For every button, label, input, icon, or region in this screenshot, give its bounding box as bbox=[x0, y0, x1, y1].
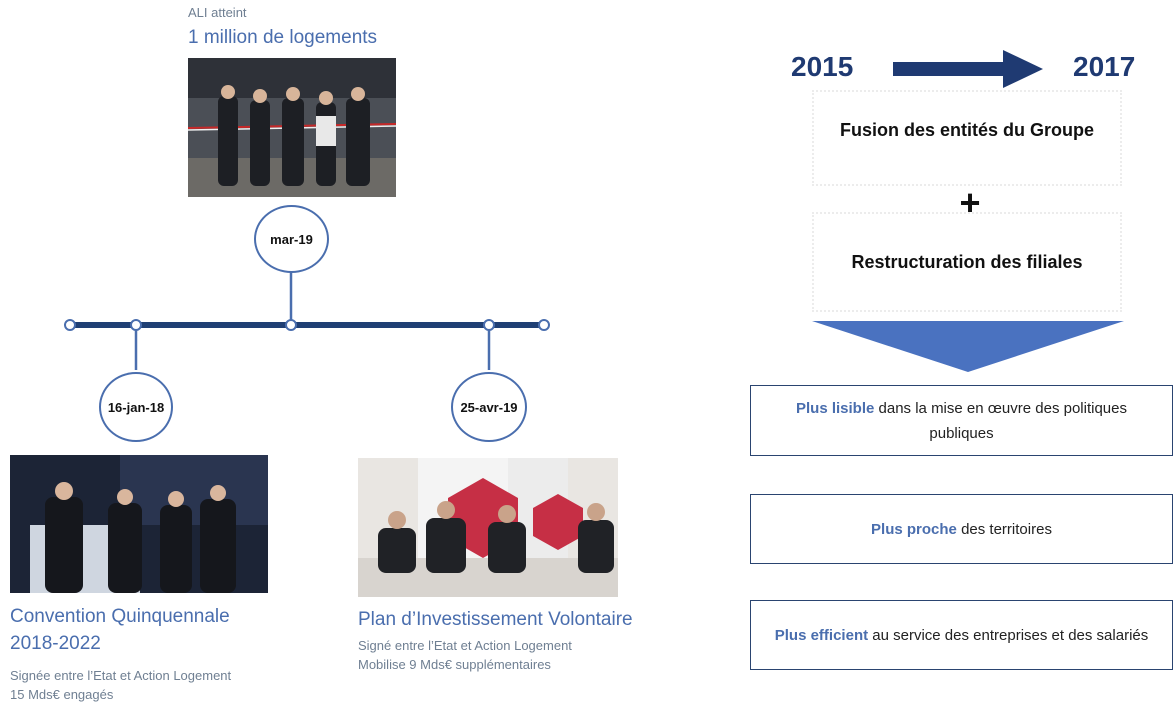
top-event-title: 1 million de logements bbox=[188, 27, 378, 48]
fusion-box bbox=[812, 90, 1122, 186]
ceremony-photo bbox=[10, 455, 268, 593]
end-year: 2017 bbox=[1073, 51, 1136, 82]
outcome-box-lisible: Plus lisible dans la mise en œuvre des p… bbox=[750, 385, 1173, 456]
left-event-title-line2: 2018-2022 bbox=[10, 633, 101, 654]
outcome-proche-text: Plus proche des territoires bbox=[871, 517, 1052, 542]
right-event-desc2: Mobilise 9 Mds€ supplémentaires bbox=[358, 657, 551, 672]
left-event-desc2: 15 Mds€ engagés bbox=[10, 687, 114, 702]
arrow-right-icon bbox=[893, 50, 1043, 88]
date-right-label: 25-avr-19 bbox=[460, 399, 518, 415]
right-event-title: Plan d’Investissement Volontaire bbox=[358, 609, 633, 630]
right-event-desc1: Signé entre l’Etat et Action Logement bbox=[358, 638, 572, 653]
outcome-proche-rest: des territoires bbox=[956, 520, 1052, 538]
outcome-lisible-rest: dans la mise en œuvre des politiques pub… bbox=[874, 399, 1127, 442]
date-bubble-top: mar-19 bbox=[254, 205, 329, 273]
date-bubble-right: 25-avr-19 bbox=[451, 372, 527, 442]
outcome-efficient-rest: au service des entreprises et des salari… bbox=[868, 626, 1149, 644]
outcome-lisible-text: Plus lisible dans la mise en œuvre des p… bbox=[765, 396, 1158, 446]
restructuration-box bbox=[812, 212, 1122, 312]
outcome-box-proche: Plus proche des territoires bbox=[750, 494, 1173, 564]
timeline-graphic bbox=[64, 270, 550, 370]
top-event-kicker: ALI atteint bbox=[188, 5, 247, 20]
timeline-node-end bbox=[538, 319, 550, 331]
timeline-node-left bbox=[130, 319, 142, 331]
down-funnel-icon bbox=[812, 321, 1124, 372]
date-bubble-left: 16-jan-18 bbox=[99, 372, 173, 442]
outcome-box-efficient: Plus efficient au service des entreprise… bbox=[750, 600, 1173, 670]
outcome-lisible-highlight: Plus lisible bbox=[795, 399, 875, 417]
outcome-proche-highlight: Plus proche bbox=[871, 520, 957, 538]
restructuration-text: Restructuration des filiales bbox=[851, 252, 1083, 272]
ribbon-cutting-photo bbox=[188, 58, 396, 197]
outcome-efficient-highlight: Plus efficient bbox=[774, 626, 869, 644]
press-conference-photo bbox=[358, 458, 618, 597]
timeline-node-start bbox=[64, 319, 76, 331]
timeline-node-right bbox=[483, 319, 495, 331]
fusion-text: Fusion des entités du Groupe bbox=[839, 120, 1095, 140]
left-event-title-line1: Convention Quinquennale bbox=[10, 606, 230, 627]
date-left-label: 16-jan-18 bbox=[107, 399, 165, 415]
timeline-node-top bbox=[285, 319, 297, 331]
start-year: 2015 bbox=[791, 51, 854, 82]
left-event-desc1: Signée entre l’Etat et Action Logement bbox=[10, 668, 232, 683]
outcome-efficient-text: Plus efficient au service des entreprise… bbox=[775, 623, 1149, 648]
date-top-label: mar-19 bbox=[270, 231, 313, 247]
